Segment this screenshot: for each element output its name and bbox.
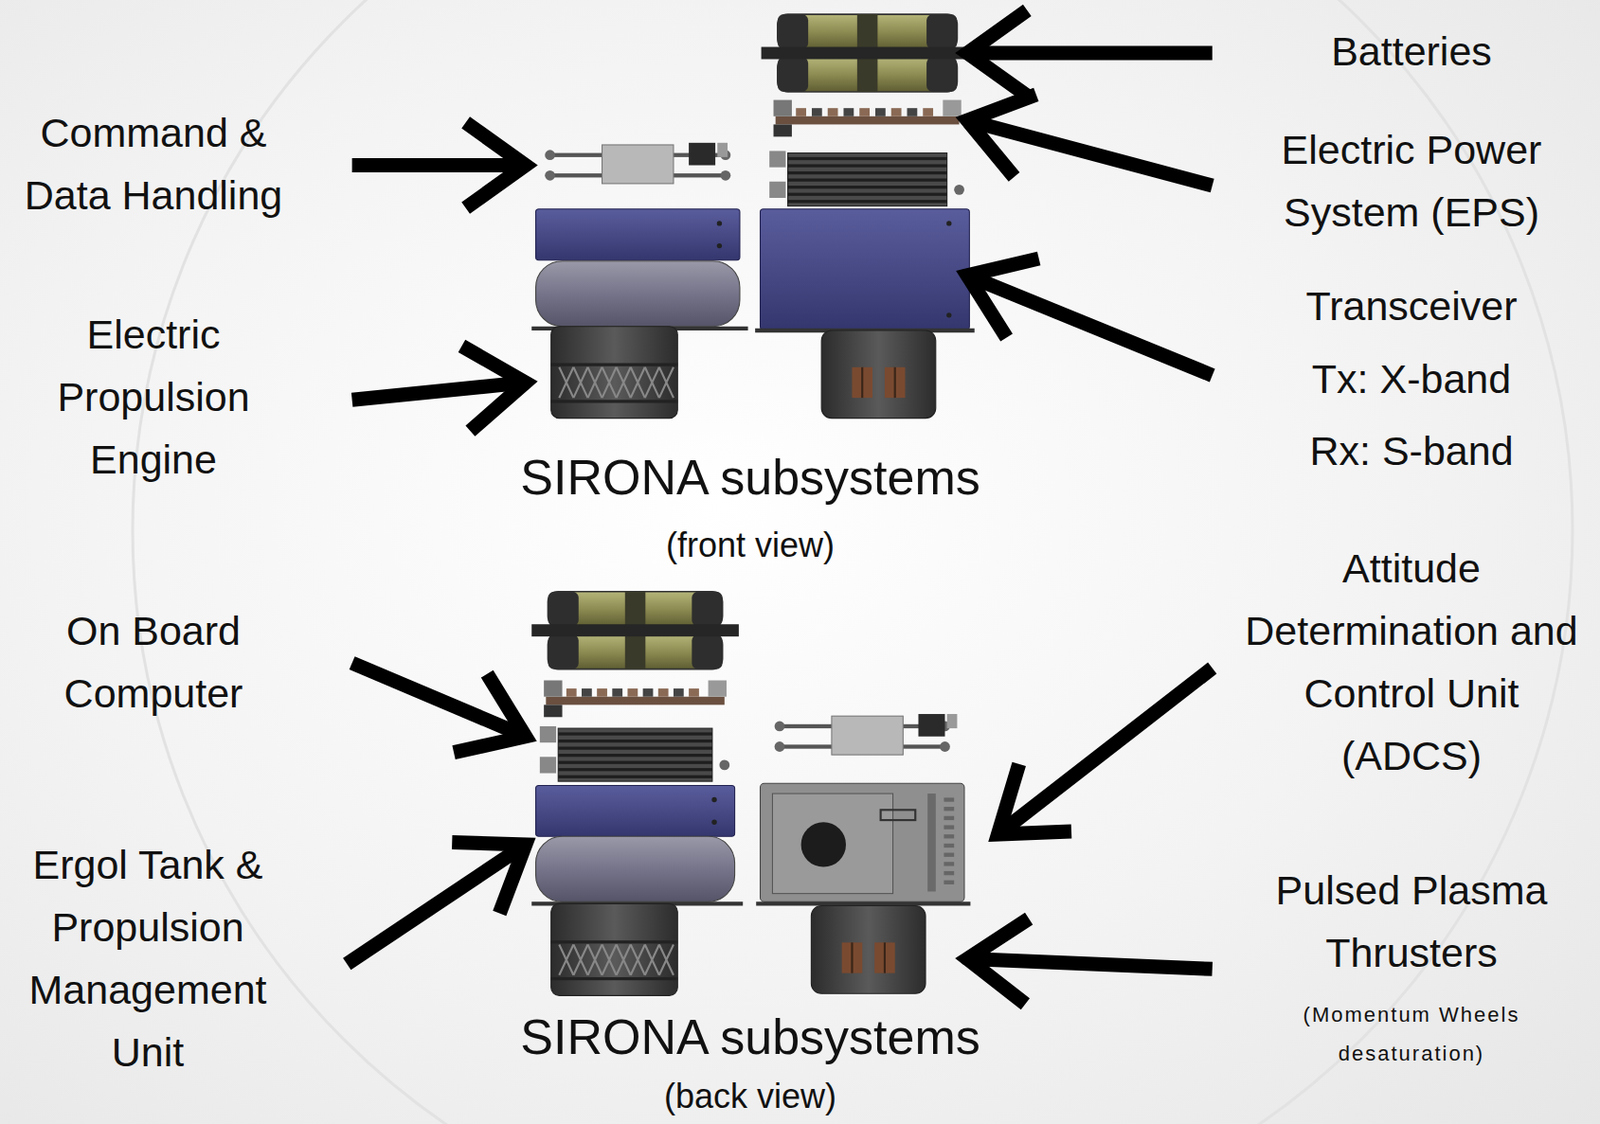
- leader-line: [1003, 668, 1213, 832]
- attitude-control-unit: [755, 783, 971, 904]
- arrow-head: [998, 764, 1072, 835]
- arrow-head: [451, 843, 526, 915]
- arrow-head: [967, 10, 1027, 96]
- part-label: Tx: X-band: [1231, 347, 1592, 411]
- part-label: (Momentum Wheels desaturation): [1269, 995, 1554, 1074]
- data-handling-unit: [774, 714, 958, 756]
- propulsion-engine: [551, 903, 679, 996]
- leader-line: [352, 158, 521, 173]
- data-handling-unit: [544, 143, 731, 184]
- electronics-box: [536, 209, 740, 261]
- computer-board-stack: [769, 150, 965, 206]
- leader-line: [352, 383, 521, 401]
- propellant-tank: [531, 836, 743, 904]
- arrow-head: [461, 345, 525, 432]
- leader-line: [346, 848, 521, 965]
- battery-pack: [761, 14, 974, 92]
- part-label: Batteries: [1231, 19, 1592, 83]
- leader-line: [973, 45, 1213, 60]
- leader-line: [973, 959, 1213, 971]
- arrow-head: [967, 94, 1037, 178]
- leader-line: [972, 277, 1213, 376]
- arrow-head: [466, 122, 526, 208]
- part-label: Command & Data Handling: [1, 101, 306, 227]
- part-label: Rx: S-band: [1231, 419, 1592, 483]
- plasma-thruster: [810, 906, 926, 995]
- propellant-tank: [531, 261, 748, 329]
- power-board: [773, 100, 962, 138]
- view-caption: SIRONA subsystems: [418, 1007, 1082, 1067]
- part-label: (back view): [560, 1078, 940, 1116]
- part-label: (front view): [560, 524, 940, 567]
- arrow-head: [967, 918, 1029, 1005]
- part-label: Electric Power System (EPS): [1231, 118, 1592, 244]
- part-label: Ergol Tank & Propulsion Management Unit: [0, 833, 300, 1084]
- battery-pack: [531, 592, 739, 670]
- power-board: [543, 680, 727, 718]
- electronics-box: [536, 785, 736, 837]
- view-caption: SIRONA subsystems: [418, 448, 1082, 507]
- propulsion-engine: [551, 326, 679, 419]
- part-label: Transceiver: [1231, 274, 1592, 338]
- subsystem-drawing: [531, 14, 975, 996]
- electronics-box: [760, 209, 971, 330]
- part-label: Pulsed Plasma Thrusters: [1231, 859, 1592, 985]
- plasma-thruster: [821, 330, 936, 419]
- part-label: Electric Propulsion Engine: [1, 303, 306, 491]
- part-label: Attitude Determination and Control Unit …: [1231, 537, 1592, 788]
- leader-arrows: [346, 10, 1212, 1005]
- computer-board-stack: [539, 726, 730, 782]
- arrow-head: [967, 258, 1039, 338]
- part-label: On Board Computer: [1, 599, 306, 725]
- arrow-head: [453, 674, 526, 754]
